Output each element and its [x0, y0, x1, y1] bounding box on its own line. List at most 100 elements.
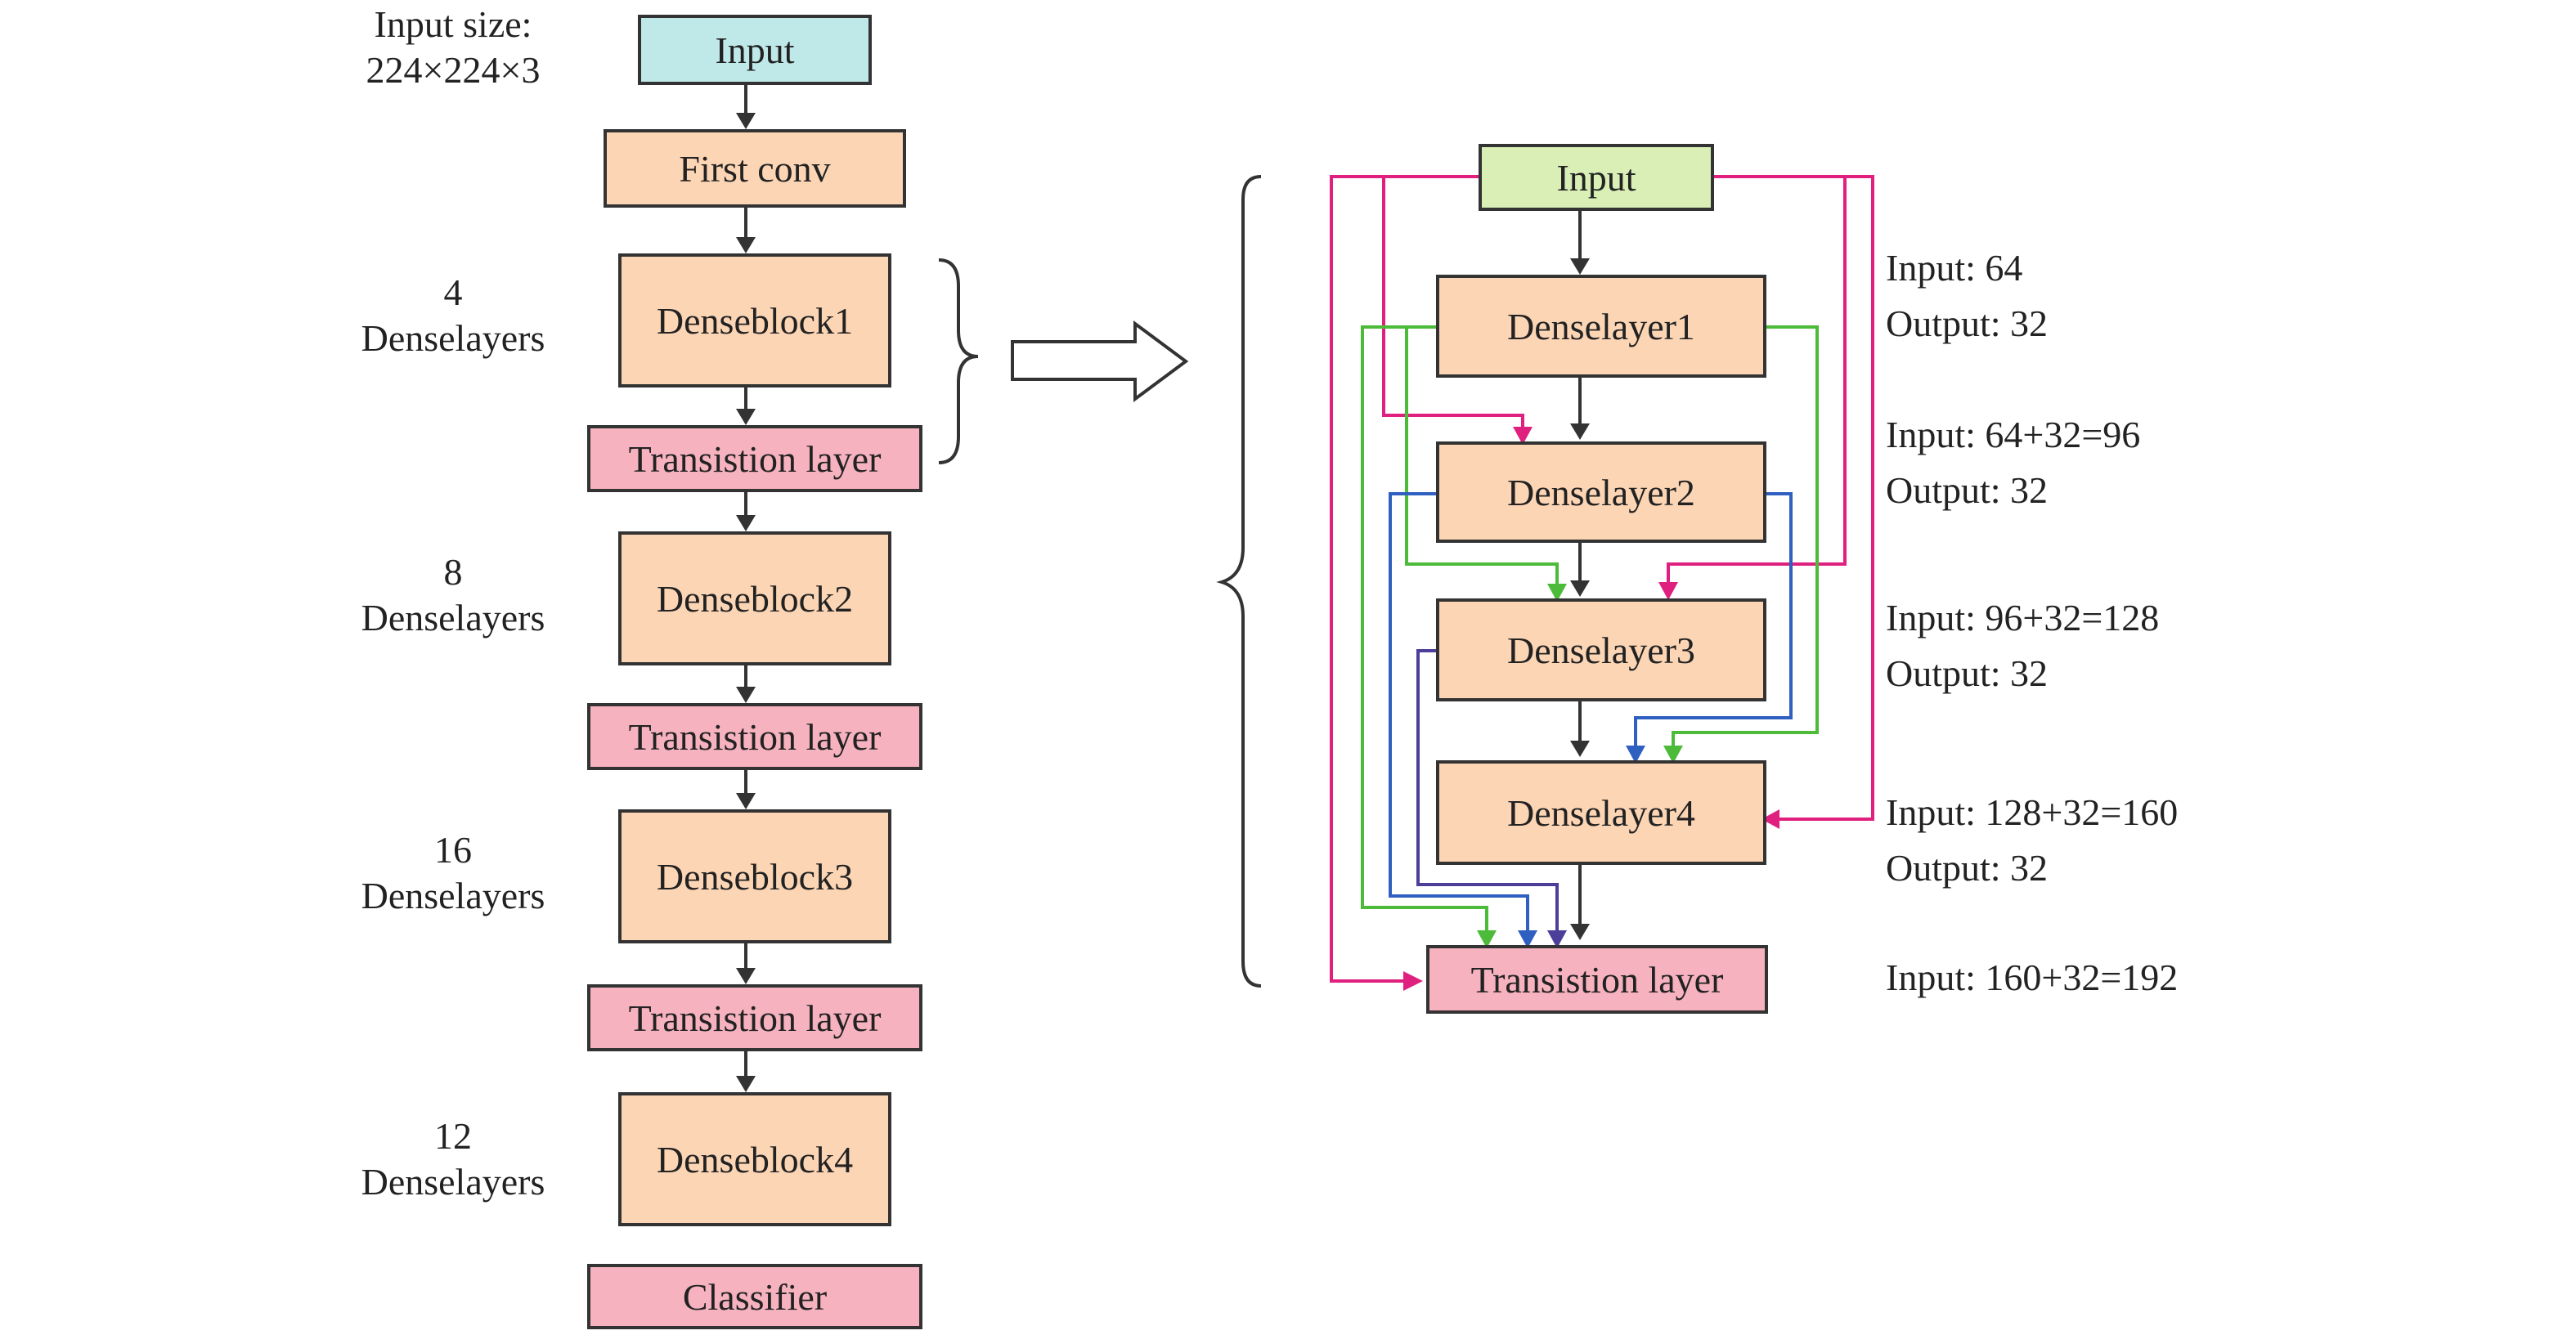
transition1-label: Transistion layer — [628, 437, 882, 480]
blue-skips — [1389, 492, 1793, 937]
right-transition-label: Transistion layer — [1470, 958, 1724, 1001]
io-label-2-output: Output: 32 — [1886, 469, 2049, 511]
denselayer1-label: Denselayer1 — [1507, 305, 1695, 347]
io-label-3-output: Output: 32 — [1886, 652, 2049, 694]
arrowhead — [1570, 258, 1590, 275]
classifier-node: Classifier — [587, 1264, 922, 1329]
transition1-node: Transistion layer — [587, 425, 922, 492]
magenta-arrowheads — [1403, 427, 1779, 991]
transition3-label: Transistion layer — [628, 997, 882, 1039]
io-label-5-input: Input: 160+32=192 — [1886, 956, 2179, 998]
io-label-1-input: Input: 64 — [1886, 247, 2023, 289]
io-label-3-input: Input: 96+32=128 — [1886, 597, 2160, 638]
arrowhead — [736, 409, 756, 425]
layer-count-2-number: 8 — [443, 551, 463, 593]
arrowhead — [736, 968, 756, 984]
right-input-label: Input — [1556, 156, 1636, 199]
expand-arrow — [1011, 320, 1189, 402]
layer-count-2: 8 Denselayers — [361, 549, 545, 641]
arrowhead — [736, 113, 756, 129]
arrowhead — [736, 1076, 756, 1092]
denselayer3-label: Denselayer3 — [1507, 629, 1695, 671]
edge-denselayer2-transition-skip — [1389, 492, 1529, 937]
layer-count-4-unit: Denselayers — [361, 1161, 545, 1203]
arrowhead — [1477, 930, 1497, 948]
layer-count-1-unit: Denselayers — [361, 317, 545, 359]
denselayer4-label: Denselayer4 — [1507, 791, 1695, 834]
arrowhead — [736, 793, 756, 809]
edge-input-denselayer4-skip — [1714, 175, 1874, 821]
left-input-label: Input — [715, 29, 795, 71]
transition3-node: Transistion layer — [587, 984, 922, 1051]
denseblock2-node: Denseblock2 — [618, 531, 891, 665]
green-arrowheads — [1477, 584, 1683, 948]
layer-count-1: 4 Denselayers — [361, 270, 545, 361]
denseblock3-label: Denseblock3 — [656, 855, 854, 898]
green-skips — [1361, 325, 1819, 937]
denseblock1-label: Denseblock1 — [656, 299, 854, 342]
denseblock4-label: Denseblock4 — [656, 1138, 854, 1180]
arrowhead — [1518, 930, 1537, 948]
arrowhead — [1658, 582, 1678, 600]
edge-input-denselayer2-skip — [1382, 175, 1524, 433]
denselayer4-node: Denselayer4 — [1436, 760, 1766, 865]
denseblock1-node: Denseblock1 — [618, 253, 891, 388]
large-brace — [1216, 175, 1262, 988]
io-label-5: Input: 160+32=192 — [1886, 955, 2178, 1001]
arrowhead — [1761, 809, 1779, 829]
first-conv-label: First conv — [679, 147, 831, 190]
edge-denselayer2-denselayer4-skip — [1634, 492, 1793, 752]
first-conv-node: First conv — [604, 129, 906, 208]
right-input-node: Input — [1479, 144, 1714, 211]
right-black-arrowheads — [1570, 258, 1590, 940]
io-label-2: Input: 64+32=96 Output: 32 — [1886, 412, 2140, 513]
denseblock4-node: Denseblock4 — [618, 1092, 891, 1226]
magenta-skips — [1330, 175, 1874, 983]
edge-denselayer1-transition-skip — [1361, 325, 1488, 937]
arrowhead — [1663, 746, 1683, 764]
left-arrowheads — [736, 113, 756, 1092]
left-input-node: Input — [638, 15, 872, 85]
denseblock2-label: Denseblock2 — [656, 577, 854, 620]
layer-count-3-unit: Denselayers — [361, 875, 545, 916]
arrowhead — [1626, 746, 1645, 764]
arrowhead — [736, 237, 756, 253]
io-label-4: Input: 128+32=160 Output: 32 — [1886, 790, 2178, 891]
arrowhead — [1570, 423, 1590, 440]
arrowhead — [1570, 580, 1590, 597]
edge-denselayer1-denselayer3-skip — [1405, 325, 1559, 590]
right-transition-node: Transistion layer — [1426, 945, 1768, 1014]
input-size-line-1: Input size: — [374, 3, 532, 45]
io-label-3: Input: 96+32=128 Output: 32 — [1886, 595, 2159, 697]
io-label-4-output: Output: 32 — [1886, 847, 2049, 889]
layer-count-2-unit: Denselayers — [361, 597, 545, 638]
arrowhead — [1403, 971, 1423, 991]
layer-count-3-number: 16 — [433, 829, 472, 871]
arrowhead — [736, 515, 756, 531]
transition2-node: Transistion layer — [587, 703, 922, 770]
edge-denselayer1-denselayer4-skip — [1672, 325, 1819, 752]
arrowhead — [1547, 930, 1567, 948]
arrowhead — [1570, 741, 1590, 757]
denselayer3-node: Denselayer3 — [1436, 598, 1766, 701]
io-label-2-input: Input: 64+32=96 — [1886, 414, 2141, 455]
denselayer2-node: Denselayer2 — [1436, 441, 1766, 543]
layer-count-4: 12 Denselayers — [361, 1113, 545, 1205]
arrowhead — [1513, 427, 1533, 445]
io-label-4-input: Input: 128+32=160 — [1886, 791, 2179, 833]
io-label-1-output: Output: 32 — [1886, 302, 2049, 344]
arrowhead — [736, 687, 756, 703]
arrowhead — [1570, 924, 1590, 940]
layer-count-3: 16 Denselayers — [361, 827, 545, 919]
layer-count-4-number: 12 — [433, 1115, 472, 1157]
denseblock3-node: Denseblock3 — [618, 809, 891, 943]
purple-arrowheads — [1547, 930, 1567, 948]
denselayer1-node: Denselayer1 — [1436, 275, 1766, 378]
arrowhead — [1547, 584, 1567, 602]
classifier-label: Classifier — [682, 1275, 828, 1318]
input-size-line-2: 224×224×3 — [366, 49, 541, 91]
transition2-label: Transistion layer — [628, 715, 882, 758]
blue-arrowheads — [1518, 746, 1645, 948]
